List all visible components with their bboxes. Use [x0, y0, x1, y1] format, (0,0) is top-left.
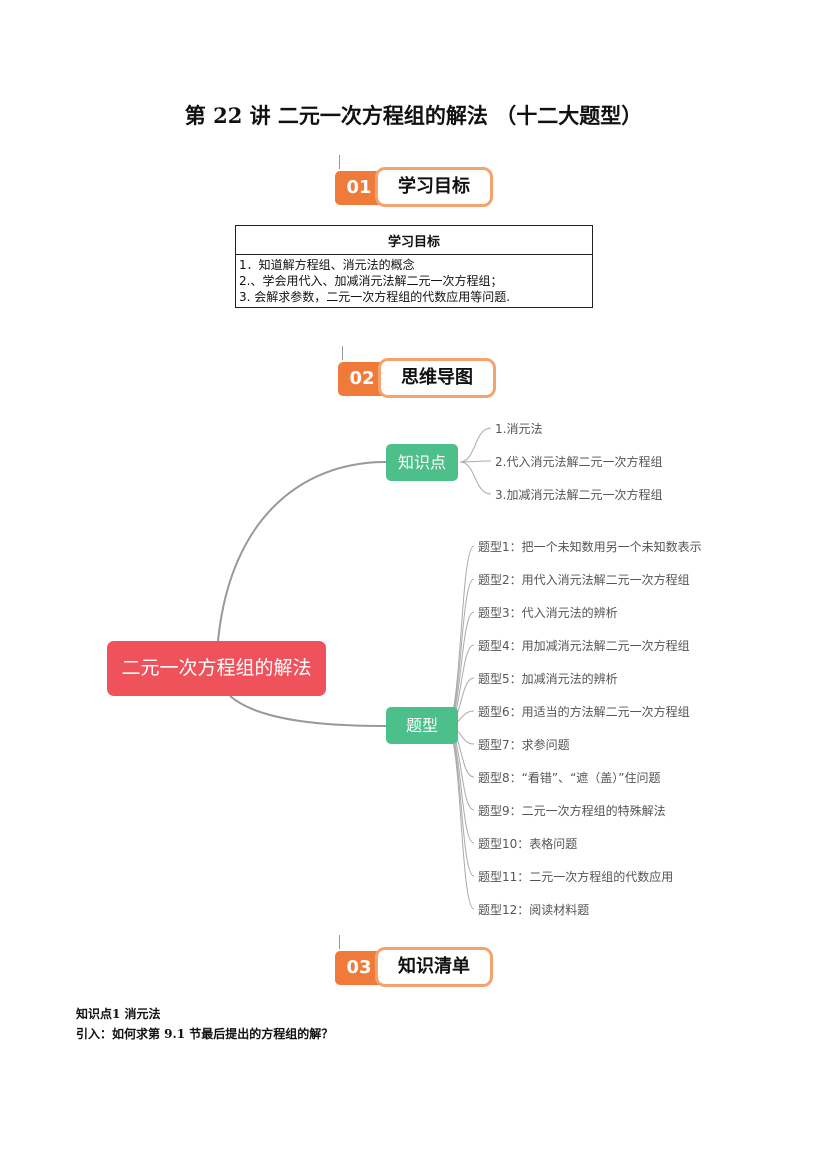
mindmap-connector — [445, 545, 475, 727]
mindmap-item: 题型5：加减消元法的辨析 — [478, 672, 618, 686]
stem-icon — [339, 155, 348, 169]
mindmap-item: 2.代入消元法解二元一次方程组 — [495, 455, 663, 469]
section-badge-03: 03 知识清单 — [335, 935, 493, 987]
goals-body: 1．知道解方程组、消元法的概念 2.、学会用代入、加减消元法解二元一次方程组； … — [235, 254, 593, 308]
section-label: 学习目标 — [375, 167, 493, 207]
mindmap-connector — [445, 725, 475, 910]
mindmap-item: 题型6：用适当的方法解二元一次方程组 — [478, 705, 690, 719]
section-label: 知识清单 — [375, 947, 493, 987]
mindmap-item: 题型7：求参问题 — [478, 738, 570, 752]
page-title: 第 22 讲 二元一次方程组的解法 （十二大题型） — [184, 103, 643, 128]
branch-question-types: 题型 — [386, 707, 458, 744]
branch-knowledge: 知识点 — [386, 444, 458, 481]
goal-line: 1．知道解方程组、消元法的概念 — [239, 258, 415, 272]
intro-question: 引入：如何求第 9.1 节最后提出的方程组的解？ — [76, 1027, 334, 1041]
mindmap-connector — [459, 461, 492, 495]
stem-icon — [342, 346, 351, 360]
knowledge-heading: 知识点1 消元法 — [76, 1007, 161, 1021]
section-badge-01: 01 学习目标 — [335, 155, 493, 207]
mindmap-item: 题型11：二元一次方程组的代数应用 — [478, 870, 674, 884]
central-node: 二元一次方程组的解法 — [107, 641, 326, 696]
mindmap-item: 1.消元法 — [495, 422, 543, 436]
mindmap-connector — [459, 427, 492, 463]
mindmap-item: 题型9：二元一次方程组的特殊解法 — [478, 804, 666, 818]
mindmap-item: 题型8：“看错”、“遮（盖）”住问题 — [478, 771, 661, 785]
goal-line: 3. 会解求参数，二元一次方程组的代数应用等问题. — [239, 290, 511, 304]
mindmap-item: 题型10：表格问题 — [478, 837, 578, 851]
mindmap-item: 题型1：把一个未知数用另一个未知数表示 — [478, 540, 702, 554]
mindmap-connector — [459, 460, 492, 463]
mindmap-item: 题型4：用加减消元法解二元一次方程组 — [478, 639, 690, 653]
stem-icon — [339, 935, 348, 949]
mindmap-item: 题型2：用代入消元法解二元一次方程组 — [478, 573, 690, 587]
section-badge-02: 02 思维导图 — [338, 346, 496, 398]
goal-line: 2.、学会用代入、加减消元法解二元一次方程组； — [239, 274, 503, 288]
mindmap-item: 题型3：代入消元法的辨析 — [478, 606, 618, 620]
mindmap-item: 3.加减消元法解二元一次方程组 — [495, 488, 663, 502]
goals-table: 学习目标 1．知道解方程组、消元法的概念 2.、学会用代入、加减消元法解二元一次… — [235, 225, 593, 308]
section-label: 思维导图 — [378, 358, 496, 398]
mindmap-item: 题型12：阅读材料题 — [478, 903, 590, 917]
